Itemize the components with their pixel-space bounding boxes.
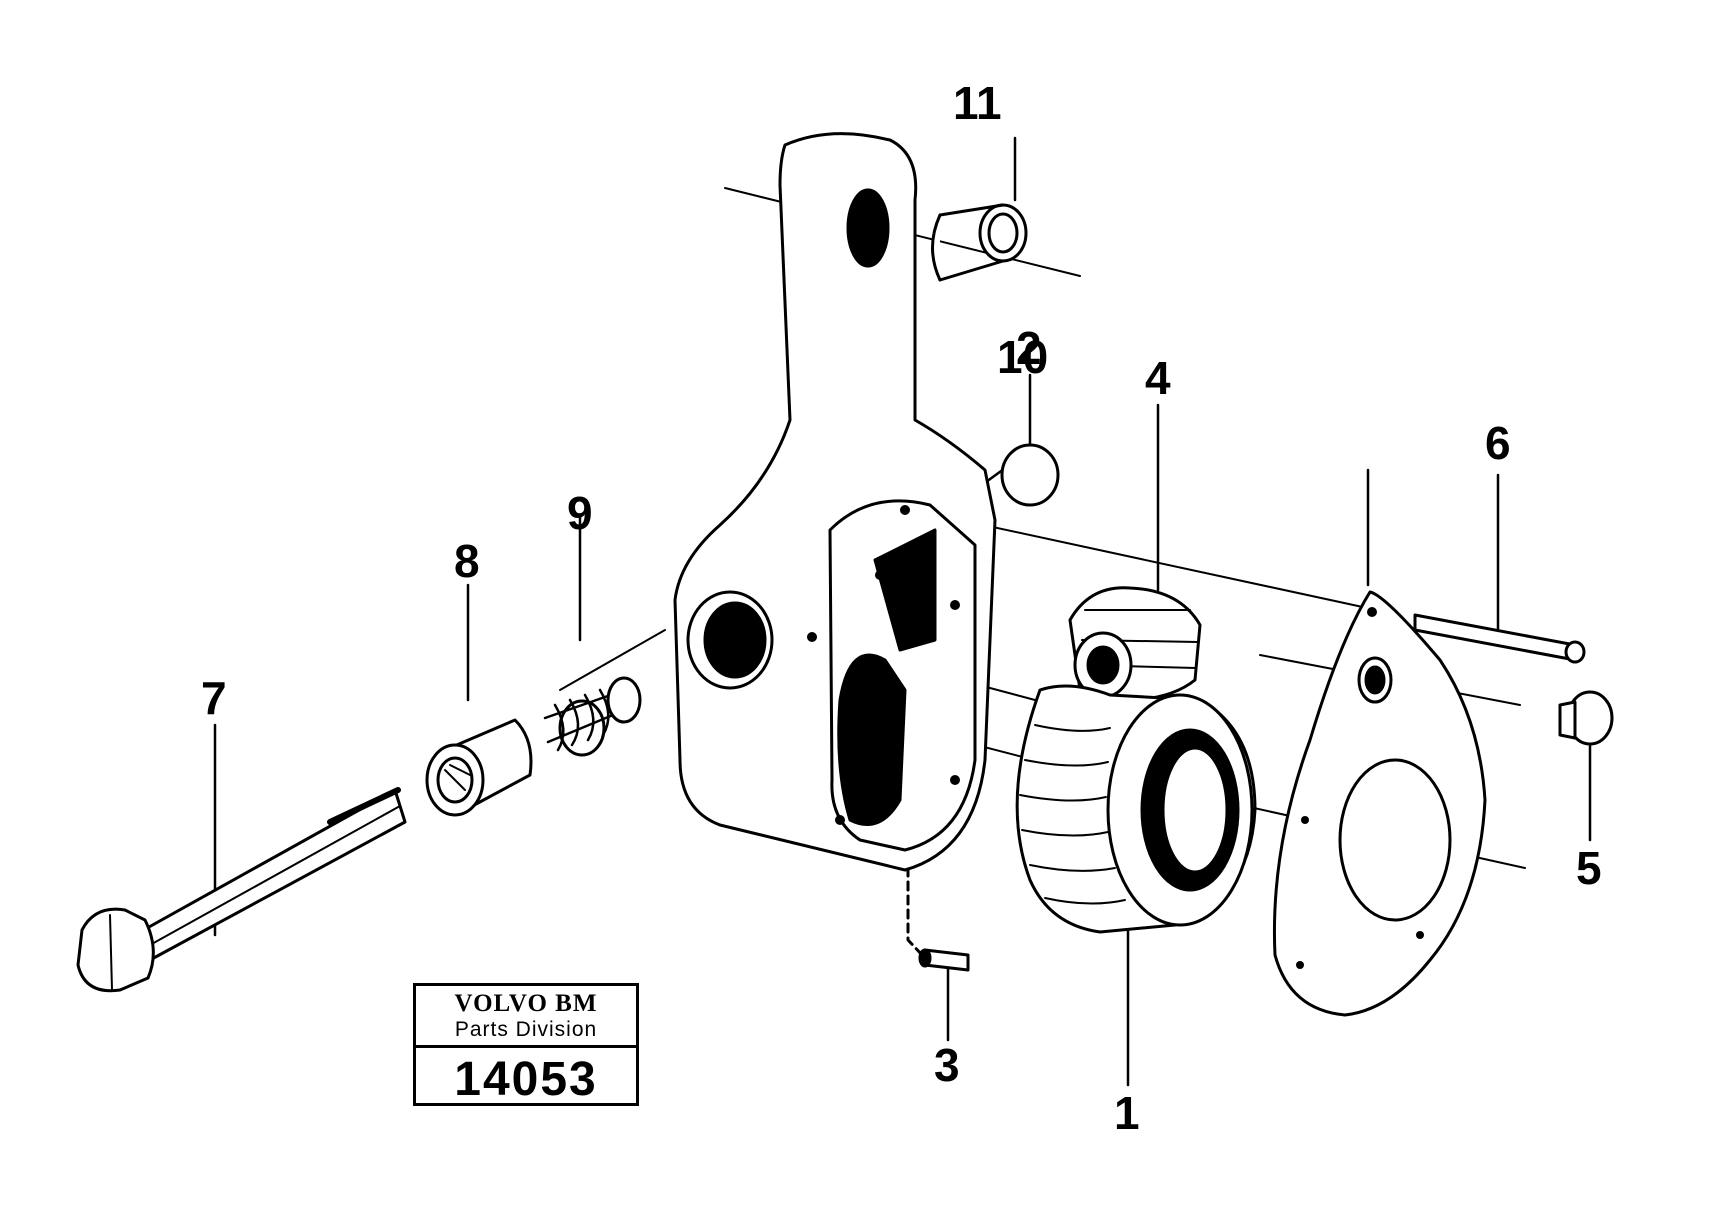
callout-6: 6 bbox=[1485, 417, 1511, 469]
callout-5: 5 bbox=[1576, 842, 1602, 894]
bolt-part-7 bbox=[76, 787, 407, 993]
callout-7: 7 bbox=[201, 672, 227, 724]
locator-dashed-line bbox=[906, 698, 927, 960]
lever-body bbox=[673, 132, 997, 872]
division-label: Parts Division bbox=[454, 1018, 598, 1041]
callout-10: 10 bbox=[997, 331, 1049, 383]
spring-part-9 bbox=[543, 676, 642, 757]
callout-8: 8 bbox=[454, 535, 480, 587]
callout-11: 11 bbox=[953, 77, 1002, 129]
drawing-number: 14053 bbox=[454, 1053, 598, 1106]
worm-wheel-part-1 bbox=[1015, 684, 1257, 934]
callout-1: 1 bbox=[1114, 1087, 1140, 1139]
plug-part-10 bbox=[1000, 443, 1060, 507]
pin-part-6 bbox=[1413, 613, 1586, 664]
parts-division-badge: VOLVO BM Parts Division 14053 bbox=[413, 983, 639, 1106]
plug-part-5 bbox=[1558, 690, 1614, 746]
bushing-part-11 bbox=[931, 203, 1028, 282]
small-pin-part-3 bbox=[918, 948, 970, 972]
cover-plate-part-4 bbox=[1272, 590, 1487, 1017]
callout-4: 4 bbox=[1145, 352, 1171, 404]
sleeve-part-8 bbox=[425, 718, 533, 817]
worm-screw-part-2 bbox=[1068, 586, 1202, 702]
callout-2: 2 bbox=[1016, 322, 1042, 374]
brand-name: VOLVO BM bbox=[454, 990, 598, 1017]
badge-divider bbox=[416, 1045, 636, 1048]
lever-bolt-holes bbox=[807, 505, 960, 825]
callout-9: 9 bbox=[567, 487, 593, 539]
callout-3: 3 bbox=[934, 1039, 960, 1091]
